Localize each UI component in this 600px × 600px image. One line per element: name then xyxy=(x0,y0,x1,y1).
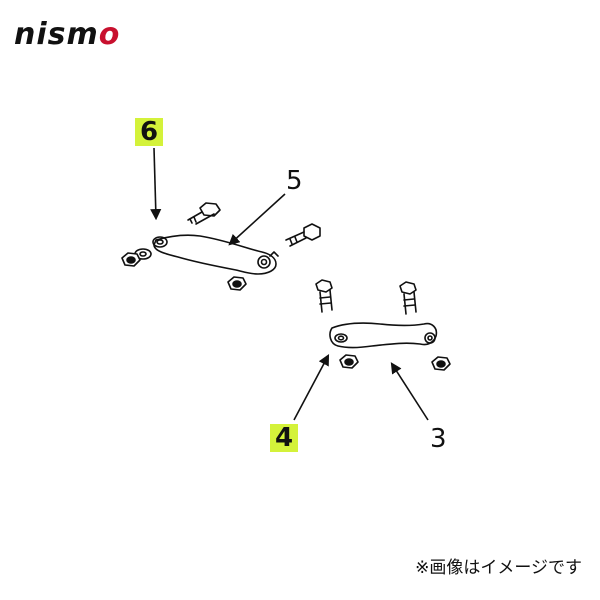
bolt-upper-right xyxy=(285,223,321,247)
nut-upper-left xyxy=(121,252,141,267)
arm-5 xyxy=(152,234,279,275)
leader-4 xyxy=(293,354,330,421)
leader-5 xyxy=(228,193,286,246)
bolt-upper-left xyxy=(187,202,221,225)
logo-text: nism xyxy=(14,17,99,52)
image-note: ※画像はイメージです xyxy=(415,558,582,578)
callout-6: 6 xyxy=(135,118,164,146)
nut-lower-right xyxy=(431,356,451,371)
nut-upper-bottom xyxy=(227,276,247,291)
leader-3 xyxy=(390,362,429,421)
nut-lower-left xyxy=(339,354,359,369)
nismo-logo: nismo xyxy=(14,20,120,50)
leader-6 xyxy=(150,147,162,221)
callout-4: 4 xyxy=(270,424,299,452)
arm-3 xyxy=(329,322,438,349)
bolt-lower-left xyxy=(315,279,333,313)
bolt-lower-right xyxy=(399,281,417,315)
callout-5: 5 xyxy=(286,166,303,196)
logo-accent-o: o xyxy=(98,17,121,52)
callout-3: 3 xyxy=(430,424,447,454)
